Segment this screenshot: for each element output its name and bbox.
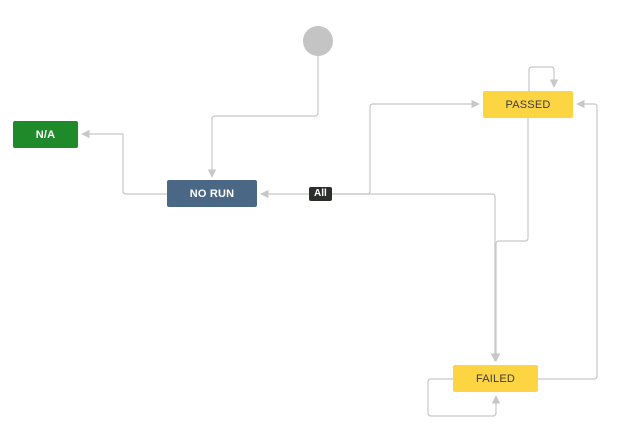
transition-failed-to-passed[interactable] xyxy=(538,99,598,380)
state-na[interactable]: N/A xyxy=(13,121,78,148)
transition-all-to-passed[interactable] xyxy=(332,99,480,195)
state-failed[interactable]: FAILED xyxy=(453,365,538,392)
state-no-run[interactable]: NO RUN xyxy=(167,180,257,207)
transition-start-to-norun[interactable] xyxy=(207,56,319,178)
state-passed[interactable]: PASSED xyxy=(483,91,573,118)
start-circle-icon xyxy=(303,26,333,56)
transition-failed-self[interactable] xyxy=(427,378,501,417)
transition-norun-to-na[interactable] xyxy=(81,129,167,195)
transition-all-to-failed[interactable] xyxy=(332,193,500,362)
transition-passed-self[interactable] xyxy=(528,66,559,91)
transition-passed-to-failed[interactable] xyxy=(491,118,529,362)
global-transition-badge[interactable]: All xyxy=(309,187,332,201)
